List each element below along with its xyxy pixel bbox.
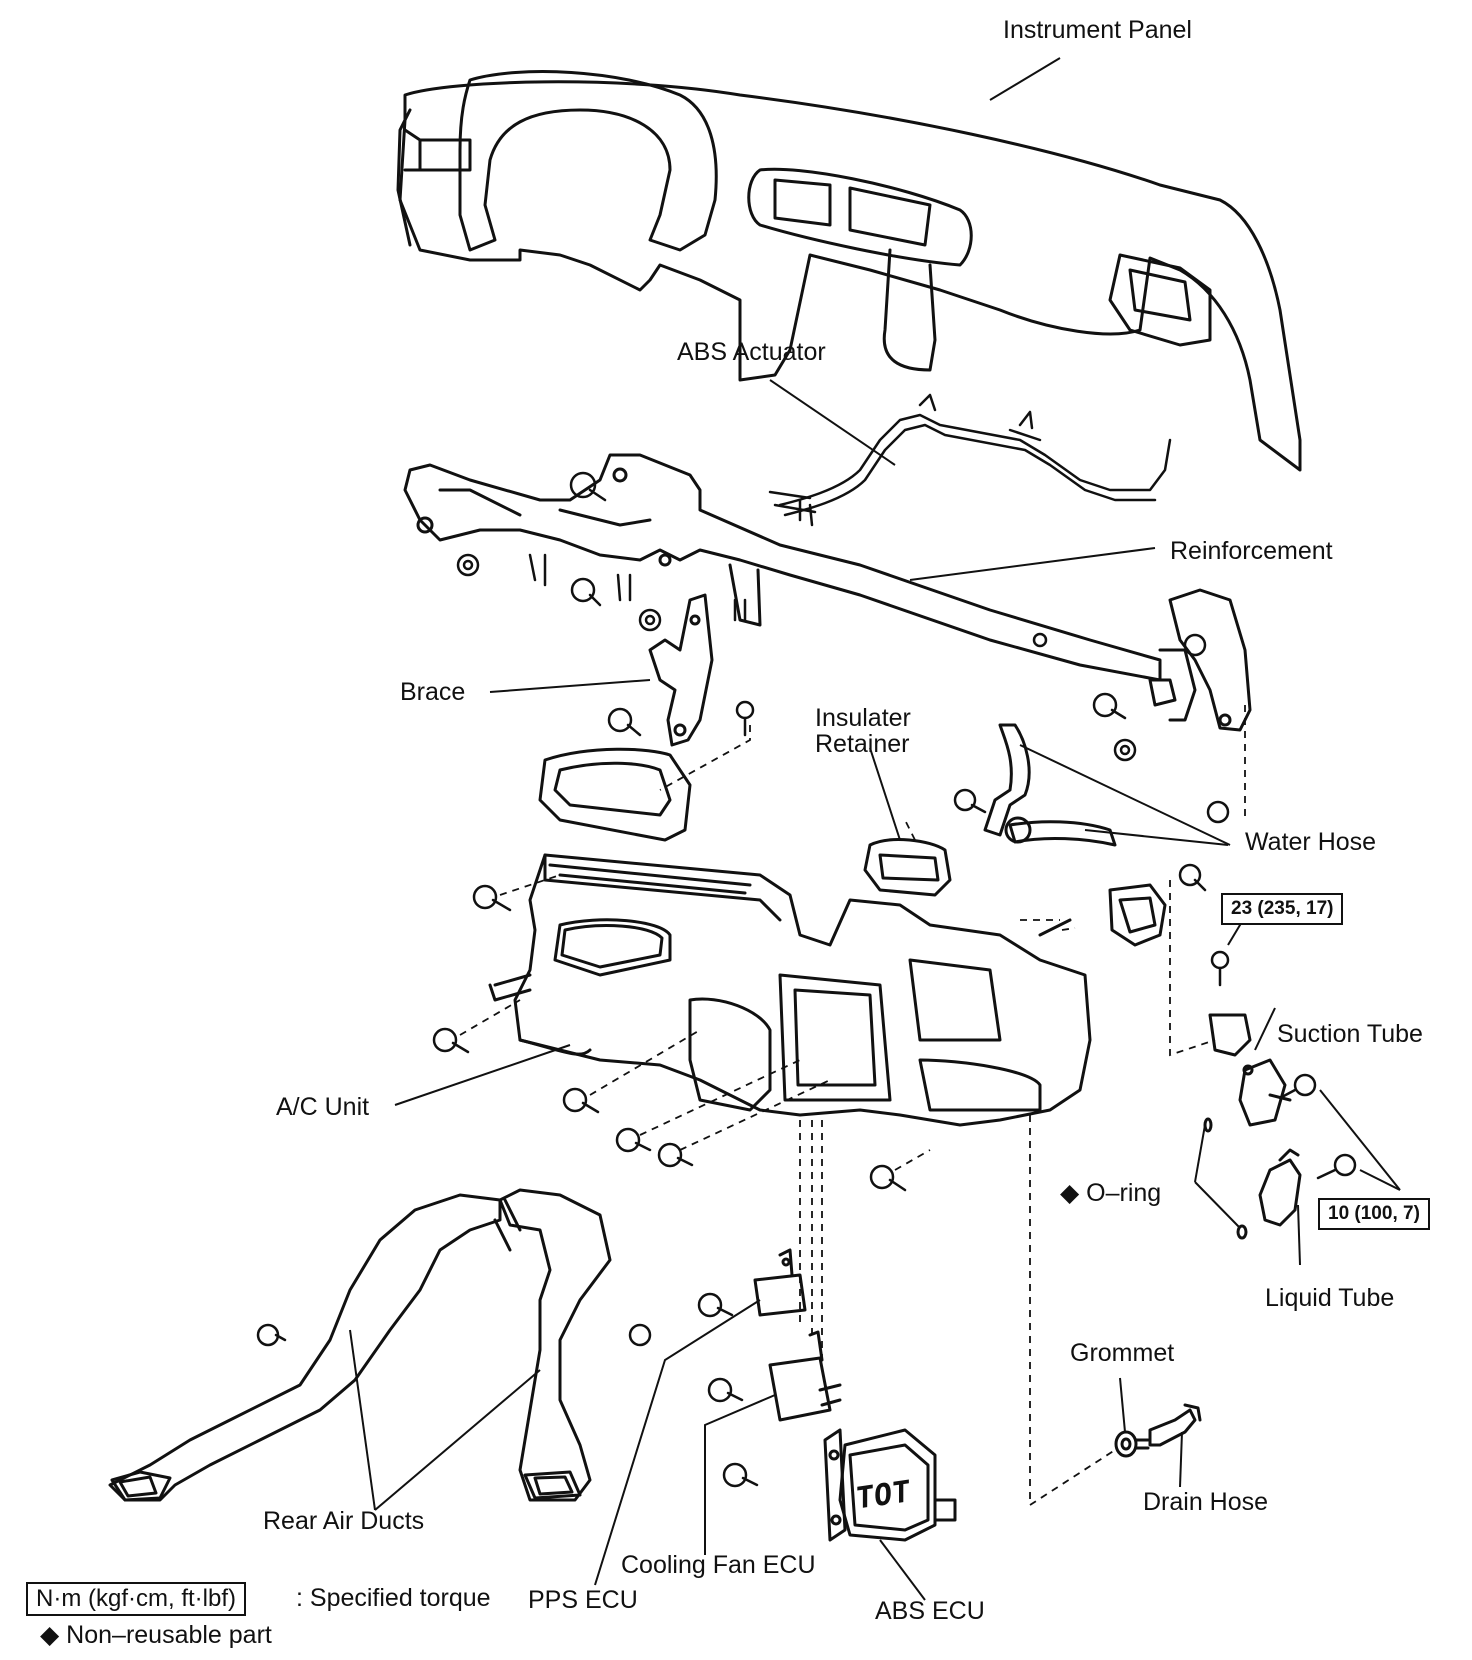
legend-torque-desc: : Specified torque: [296, 1584, 491, 1612]
legend-torque-unit: N·m (kgf·cm, ft·lbf): [26, 1582, 246, 1616]
fasteners: [256, 471, 1357, 1488]
water-hose-part: [983, 723, 1117, 847]
label-brace: Brace: [400, 678, 466, 706]
label-retainer: Retainer: [815, 730, 910, 758]
label-drain-hose: Drain Hose: [1143, 1488, 1269, 1516]
torque-suction-bolt: 23 (235, 17): [1221, 893, 1344, 925]
leader-lines: [349, 57, 1401, 1601]
abs-actuator-part: [768, 393, 1172, 527]
label-suction-tube: Suction Tube: [1277, 1020, 1423, 1048]
label-reinforcement: Reinforcement: [1170, 537, 1333, 565]
abs-ecu-part: [823, 1428, 957, 1542]
label-instrument-panel: Instrument Panel: [1003, 16, 1192, 44]
suction-tube-part: [1208, 1013, 1292, 1127]
label-rear-air-ducts: Rear Air Ducts: [263, 1507, 425, 1535]
label-cooling-fan-ecu: Cooling Fan ECU: [621, 1551, 816, 1579]
gasket-part: [1108, 883, 1167, 947]
label-ac-unit: A/C Unit: [276, 1093, 370, 1121]
pps-ecu-part: [753, 1248, 807, 1317]
grommet-part: [1114, 1430, 1150, 1458]
duct-part: [538, 747, 692, 842]
label-water-hose: Water Hose: [1245, 828, 1377, 856]
torque-tube-bolts: 10 (100, 7): [1318, 1198, 1430, 1230]
ac-unit-part: [488, 853, 1092, 1127]
drain-hose-part: [1148, 1403, 1202, 1447]
label-pps-ecu: PPS ECU: [528, 1586, 638, 1614]
brace-part: [648, 593, 714, 747]
liquid-tube-part: [1203, 1117, 1302, 1240]
label-liquid-tube: Liquid Tube: [1265, 1284, 1395, 1312]
insulater-retainer-part: [863, 838, 952, 897]
instrument-panel-part: [396, 70, 1302, 472]
assembly-lines: [459, 705, 1246, 1507]
cooling-fan-ecu-part: [768, 1330, 842, 1422]
label-insulater: Insulater: [815, 704, 911, 732]
label-grommet: Grommet: [1070, 1339, 1175, 1367]
label-abs-actuator: ABS Actuator: [677, 338, 826, 366]
rear-air-ducts-part: [108, 1188, 612, 1502]
legend-non-reusable: ◆ Non–reusable part: [40, 1621, 272, 1649]
label-abs-ecu: ABS ECU: [875, 1597, 985, 1625]
label-o-ring: ◆ O–ring: [1060, 1179, 1162, 1207]
